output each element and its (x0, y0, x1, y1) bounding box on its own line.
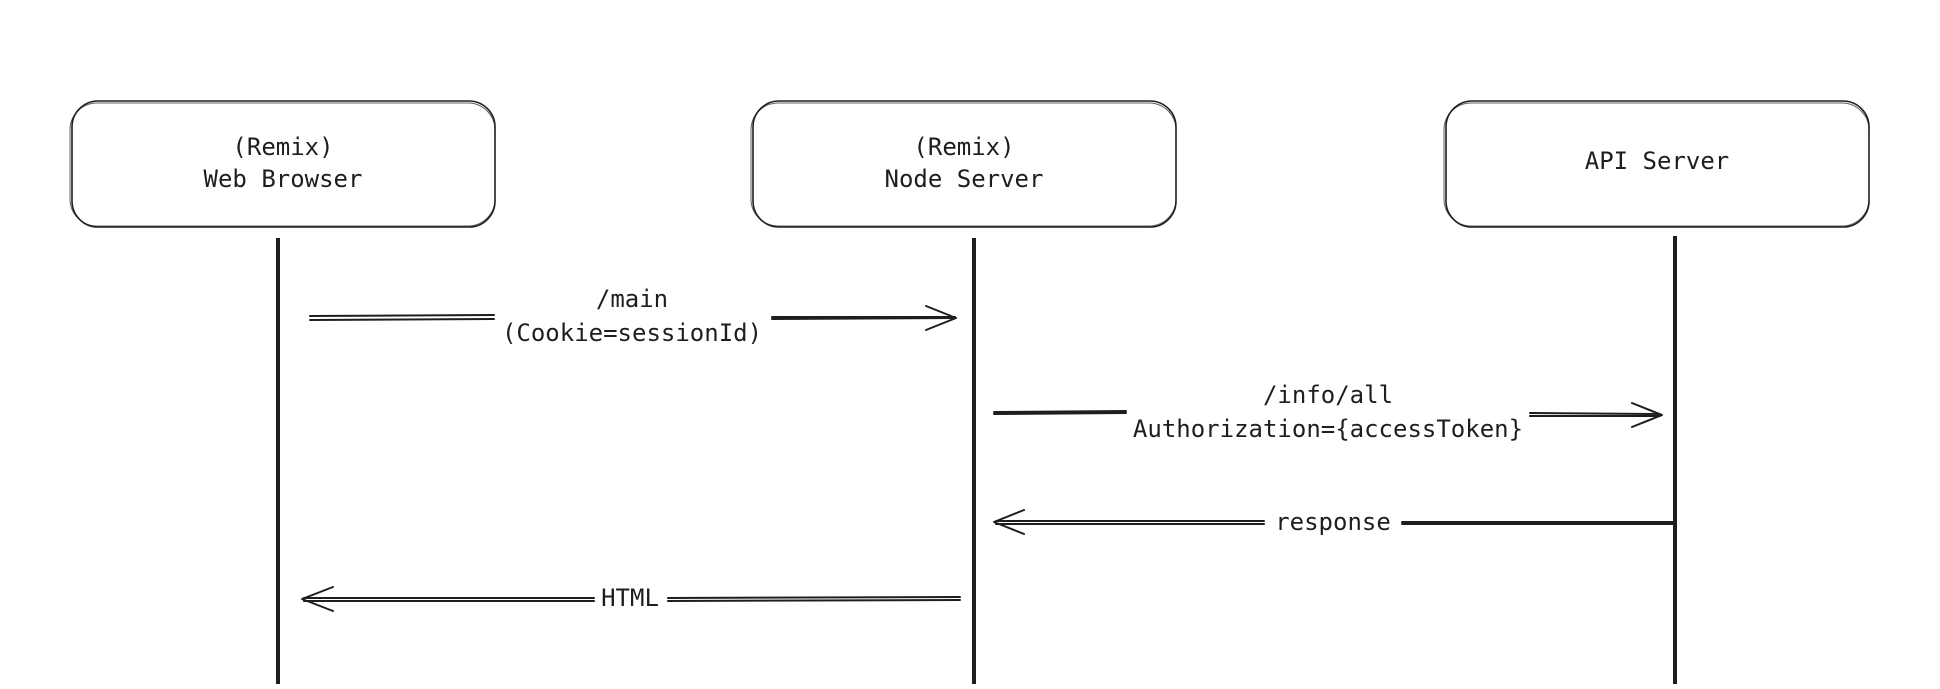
message-info-line-right (1529, 412, 1661, 417)
lifeline-api-server (1673, 236, 1677, 684)
message-info-all: /info/all Authorization={accessToken} (993, 381, 1663, 443)
message-response-line-right (1401, 521, 1674, 525)
message-html-line-left (303, 597, 595, 602)
message-info-line2: Authorization={accessToken} (1133, 415, 1523, 443)
message-main-arrowhead (925, 305, 957, 331)
participant-node-server: (Remix) Node Server (750, 100, 1177, 228)
message-info-line1: /info/all (1263, 381, 1393, 409)
message-main-line1: /main (596, 285, 668, 313)
participant-node-server-line1: (Remix) (913, 133, 1014, 161)
participant-web-browser-line2: Web Browser (204, 165, 363, 193)
message-response-label: response (1275, 508, 1391, 536)
message-html-label: HTML (601, 584, 659, 612)
lifeline-node-server (972, 238, 976, 684)
participant-api-server-label: API Server (1585, 147, 1730, 175)
message-html: HTML (301, 584, 961, 612)
message-info-line-left (993, 410, 1127, 415)
participant-web-browser: (Remix) Web Browser (69, 100, 496, 228)
message-response-line-left (995, 520, 1265, 525)
message-response-arrowhead (993, 509, 1025, 535)
message-html-arrowhead (301, 586, 334, 612)
participant-api-server: API Server (1443, 100, 1870, 228)
message-html-line-right (667, 596, 961, 602)
message-main-line2: (Cookie=sessionId) (502, 319, 762, 347)
message-main: /main (Cookie=sessionId) (309, 285, 957, 347)
participant-web-browser-line1: (Remix) (232, 133, 333, 161)
message-info-arrowhead (1631, 402, 1663, 428)
message-response: response (993, 508, 1674, 536)
message-main-line-left (309, 314, 495, 321)
participant-node-server-line2: Node Server (885, 165, 1044, 193)
message-main-line-right (771, 316, 956, 320)
lifeline-web-browser (276, 238, 280, 684)
